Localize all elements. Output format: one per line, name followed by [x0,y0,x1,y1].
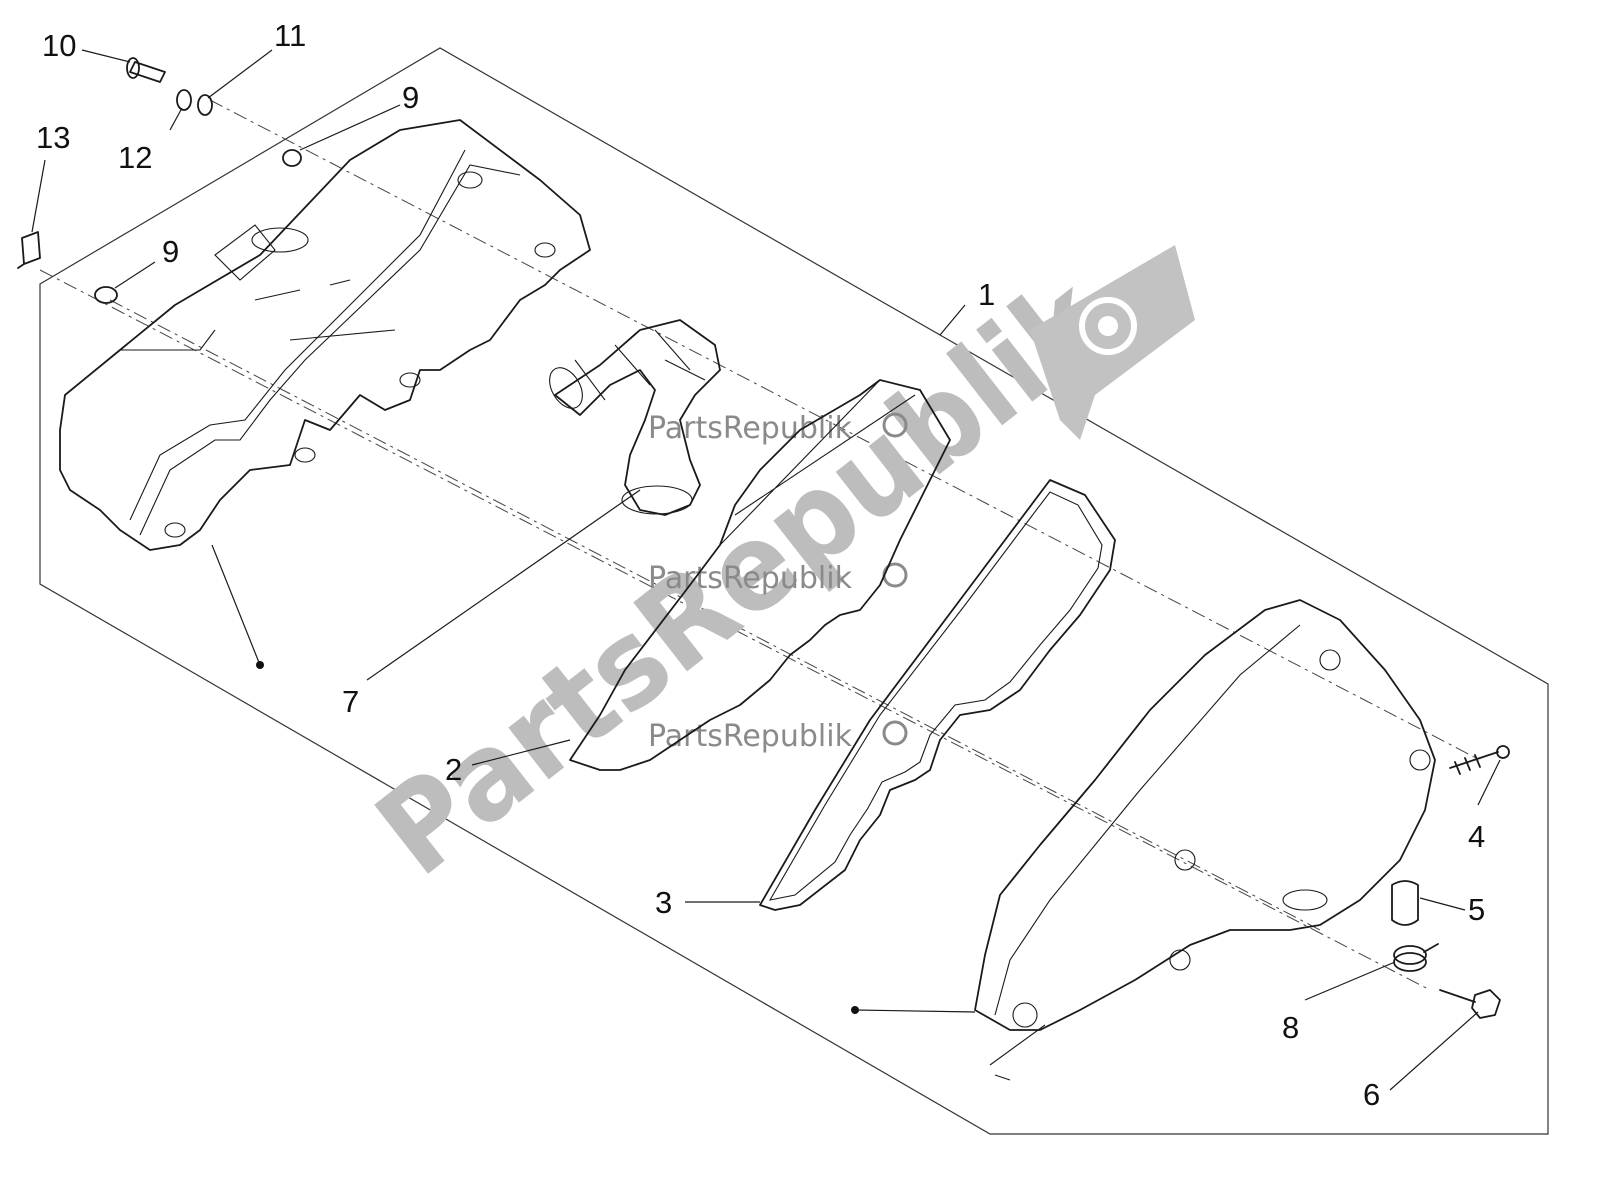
callout-labels: 1 2 3 4 5 6 7 8 9 9 10 11 12 13 [36,18,1485,1112]
screw-4 [1449,745,1510,775]
cap-5 [1391,880,1419,926]
clamp-8 [1393,943,1439,972]
callout-1: 1 [978,277,995,312]
air-box-housing [59,119,591,551]
watermark-small-text-3: PartsRepublik [648,719,853,754]
callout-9-left: 9 [162,234,179,269]
callout-7: 7 [342,684,359,719]
grommet-9-top [282,149,302,167]
callout-10: 10 [42,28,76,63]
gear-flag-icon [1030,245,1195,440]
callout-13: 13 [36,120,70,155]
filter-element [569,379,951,771]
leader-lines [31,49,1501,1091]
air-box-cover [974,599,1436,1081]
intake-duct [549,319,721,516]
callout-5: 5 [1468,892,1485,927]
kit-marker-dot-left [256,661,264,669]
bolt-10 [126,57,166,83]
callout-3: 3 [655,885,672,920]
gasket [759,479,1116,911]
lock-washer-11 [197,94,213,116]
callout-8: 8 [1282,1010,1299,1045]
assembly-frame [39,47,1549,1135]
kit-marker-dot-right [851,1006,859,1014]
callout-9-top: 9 [402,80,419,115]
callout-12: 12 [118,140,152,175]
grommet-9-left [94,286,118,304]
alignment-axes [39,99,1481,991]
callout-6: 6 [1363,1077,1380,1112]
watermark-small-text-2: PartsRepublik [648,561,853,596]
washer-12 [176,89,192,111]
clip-13 [17,231,41,269]
callout-11: 11 [274,18,306,53]
callout-4: 4 [1468,819,1485,854]
callout-2: 2 [445,752,462,787]
knob-screw-6 [1439,989,1501,1019]
